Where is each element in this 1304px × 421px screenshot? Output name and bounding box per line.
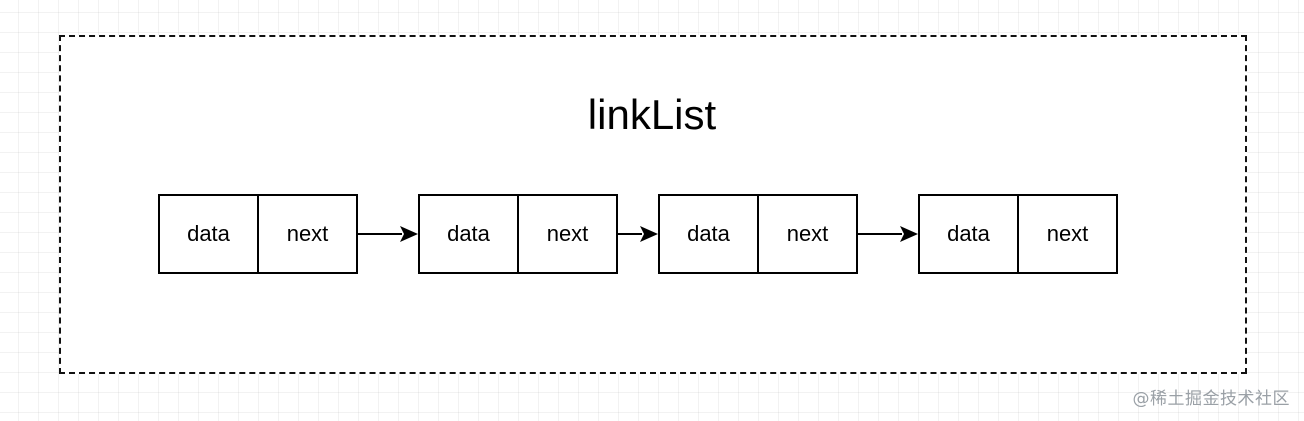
node-data-field: data (420, 196, 519, 272)
node-next-field: next (546, 221, 589, 246)
node-data-field: data (920, 196, 1019, 272)
node-next-field: next (786, 221, 829, 246)
node-data-field: data (160, 196, 259, 272)
diagram-title: linkList (587, 91, 717, 138)
list-node-1: data next (158, 194, 358, 274)
node-data-field: data (660, 196, 759, 272)
node-next-field: next (286, 221, 329, 246)
node-next-field: next (1046, 221, 1089, 246)
list-node-2: data next (418, 194, 618, 274)
watermark-text: @稀土掘金技术社区 (1132, 389, 1290, 409)
list-node-3: data next (658, 194, 858, 274)
list-node-4: data next (918, 194, 1118, 274)
